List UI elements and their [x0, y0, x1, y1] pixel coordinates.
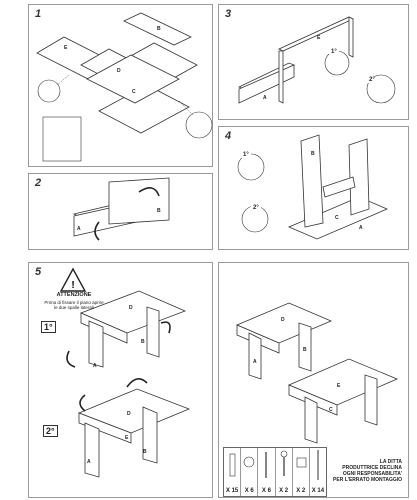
substep-2: 2° [43, 425, 58, 437]
dowel-icon [229, 453, 236, 477]
hardware-qty: X 6 [244, 488, 254, 494]
warning-icon [59, 267, 87, 292]
svg-text:!: ! [71, 280, 74, 291]
label-B: B [157, 208, 161, 214]
panel-step-4: 4 B C A 1° 2° [218, 126, 409, 250]
substep-2: 2° [251, 205, 261, 211]
hardware-qty: X 2 [279, 488, 289, 494]
warning-text: Prima di fissare il piano aprire le due … [44, 300, 104, 310]
panel-step-1: 1 E D B C [28, 4, 213, 167]
hardware-cell: X 6 [241, 448, 259, 496]
hardware-table: X 15 X 6 X 6 X 2 X 2 X 14 [223, 447, 327, 497]
label-C: C [335, 215, 339, 221]
step-5-drawing: ! [59, 267, 191, 478]
step-3-drawing [238, 16, 396, 104]
substep-1: 1° [41, 321, 56, 333]
label-B2: B [143, 449, 147, 455]
label-E: E [337, 383, 341, 389]
final-drawing [235, 302, 399, 444]
hardware-cell: X 14 [310, 448, 326, 496]
hardware-cell: X 2 [276, 448, 293, 496]
label-A: A [77, 226, 81, 232]
disclaimer: LA DITTA PRODUTTRICE DECLINA OGNI RESPON… [312, 459, 402, 483]
step-number: 3 [225, 8, 232, 20]
disclaimer-line-3: OGNI RESPONSABILITA' [342, 471, 402, 477]
panel-step-5: 5 ! ATTENZIONE Prima di fissare il piano… [28, 262, 213, 498]
label-D2: D [127, 411, 131, 417]
step-2-drawing [72, 177, 170, 241]
hardware-cell: X 2 [293, 448, 310, 496]
substep-1: 1° [241, 152, 251, 158]
label-D: D [117, 68, 121, 74]
hardware-qty: X 14 [311, 488, 325, 494]
step-number: 5 [35, 266, 42, 278]
disclaimer-line-1: LA DITTA [379, 459, 402, 465]
screw-icon [265, 452, 267, 478]
label-A: A [359, 225, 363, 231]
panel-step-2: 2 A B [28, 173, 213, 250]
label-D: D [281, 317, 285, 323]
hardware-cell: X 15 [224, 448, 242, 496]
step-number: 4 [225, 130, 232, 142]
label-A: A [263, 95, 267, 101]
hardware-qty: X 2 [296, 488, 306, 494]
panel-step-3: 3 A E 1° 2° [218, 4, 409, 120]
label-D: D [129, 305, 133, 311]
label-B: B [157, 26, 161, 32]
long-screw-icon [317, 450, 319, 480]
bolt-icon [280, 450, 287, 476]
warning-title: ATTENZIONE [56, 292, 92, 298]
label-A: A [253, 359, 257, 365]
label-B: B [311, 151, 315, 157]
hardware-cell: X 6 [258, 448, 276, 496]
label-B: B [303, 347, 307, 353]
label-E: E [125, 435, 129, 441]
label-A: A [93, 363, 97, 369]
step-1-drawing [36, 12, 213, 162]
connector-icon [296, 457, 306, 468]
step-4-drawing [237, 134, 389, 240]
disclaimer-line-4: PER L'ERRATO MONTAGGIO [333, 477, 402, 483]
panel-final: D A B E C LA DITTA PRODUTTRICE DECLINA O… [218, 262, 409, 498]
substep-1: 1° [329, 49, 339, 55]
label-C: C [132, 89, 136, 95]
hardware-qty: X 15 [225, 488, 239, 494]
label-E: E [64, 45, 68, 51]
cam-lock-icon [243, 456, 255, 468]
substep-2: 2° [367, 77, 377, 83]
hardware-qty: X 6 [261, 488, 271, 494]
label-C: C [329, 407, 333, 413]
label-B: B [141, 339, 145, 345]
disclaimer-line-2: PRODUTTRICE DECLINA [342, 465, 402, 471]
label-A2: A [87, 459, 91, 465]
step-number: 2 [35, 177, 42, 189]
step-number: 1 [35, 8, 42, 20]
label-E: E [317, 35, 321, 41]
